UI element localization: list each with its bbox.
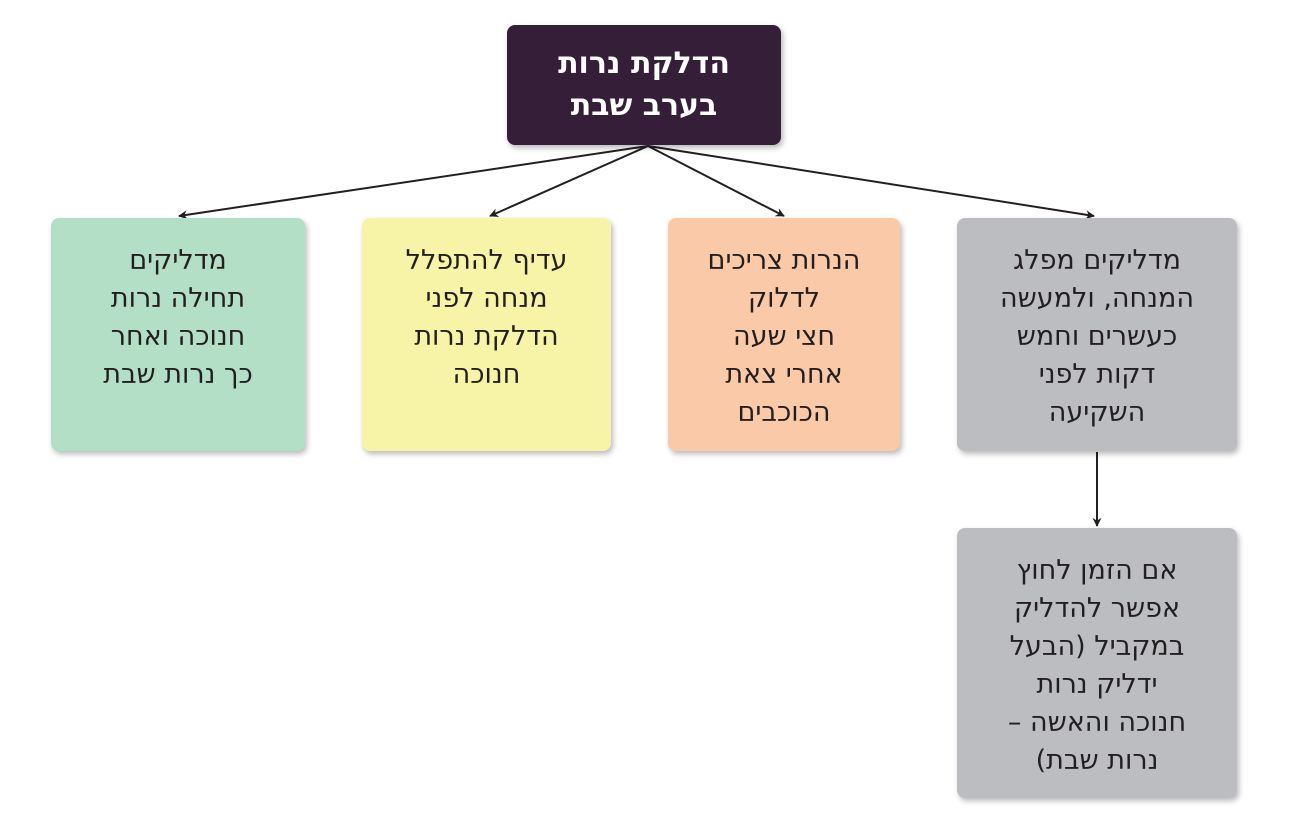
root-node-text: הדלקת נרות בערב שבת xyxy=(558,46,730,123)
child-node-2-text: הנרות צריכים לדלוק חצי שעה אחרי צאת הכוכ… xyxy=(707,245,861,428)
child-node-4: מדליקים תחילה נרות חנוכה ואחר כך נרות שב… xyxy=(51,218,305,451)
root-node: הדלקת נרות בערב שבת xyxy=(507,25,781,145)
arrow-root-to-child-4 xyxy=(178,145,649,220)
child-node-1-text: מדליקים מפלג המנחה, ולמעשה כעשרים וחמש ד… xyxy=(1000,245,1194,428)
arrow-root-to-child-3 xyxy=(489,145,649,217)
sub-node-text: אם הזמן לחוץ אפשר להדליק במקביל (הבעל יד… xyxy=(1007,555,1187,776)
child-node-3-text: עדיף להתפלל מנחה לפני הדלקת נרות חנוכה xyxy=(405,245,568,390)
child-node-3: עדיף להתפלל מנחה לפני הדלקת נרות חנוכה xyxy=(362,218,611,451)
child-node-1: מדליקים מפלג המנחה, ולמעשה כעשרים וחמש ד… xyxy=(957,218,1237,451)
child-node-2: הנרות צריכים לדלוק חצי שעה אחרי צאת הכוכ… xyxy=(668,218,900,451)
sub-node: אם הזמן לחוץ אפשר להדליק במקביל (הבעל יד… xyxy=(957,528,1237,798)
arrow-root-to-child-1 xyxy=(647,145,1095,220)
arrow-root-to-child-2 xyxy=(647,145,785,217)
child-node-4-text: מדליקים תחילה נרות חנוכה ואחר כך נרות שב… xyxy=(103,245,253,390)
